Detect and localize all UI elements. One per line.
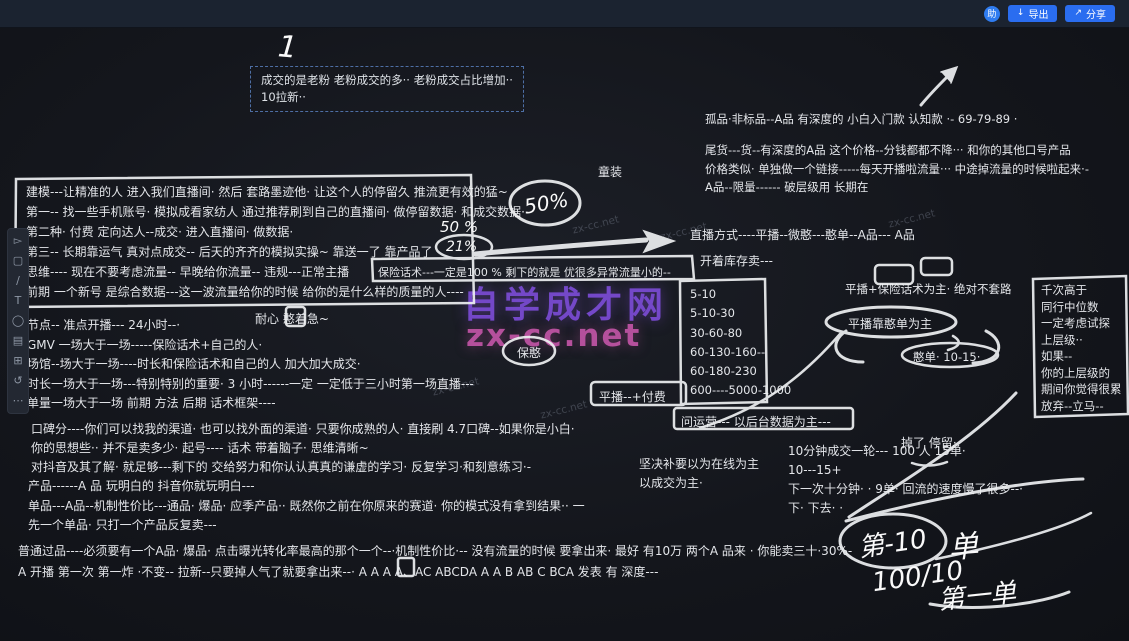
- note-online-rule[interactable]: 坚决补要以为在线为主以成交为主·: [639, 457, 760, 490]
- note-general-product[interactable]: 普通过品----必须要有一个A品· 爆品· 点击曝光转化率最高的那个一个--·机…: [18, 544, 853, 579]
- note-live-mode[interactable]: 直播方式----平播--微憨---憨单--A品--- A品: [690, 228, 915, 242]
- table-tool-icon[interactable]: ⊞: [13, 354, 23, 367]
- pen-tool-icon[interactable]: ∕: [16, 274, 20, 287]
- note-unique-product[interactable]: 孤品·非标品--A品 有深度的 小白入门款 认知款 ·- 69-79-89 ·: [705, 112, 1018, 126]
- more-tool-icon[interactable]: ⋯: [12, 394, 24, 407]
- frame-tool-icon[interactable]: ▢: [12, 254, 24, 267]
- undo-tool-icon[interactable]: ↺: [13, 374, 23, 387]
- watermark-brand: 自学成才网: [463, 285, 669, 326]
- note-paid[interactable]: 平播--+付费: [599, 390, 666, 404]
- top-bar: 助 ↓ 导出 ↗ 分享: [0, 0, 1129, 28]
- export-button[interactable]: ↓ 导出: [1007, 5, 1058, 22]
- note-old-fans-sticky[interactable]: 成交的是老粉 老粉成交的多·· 老粉成交占比增加··10拉新··: [250, 66, 524, 112]
- hw-number-one[interactable]: 1: [276, 29, 299, 66]
- watermark-site: zx-cc.net: [466, 318, 642, 354]
- note-uplevel-box[interactable]: 千次高于同行中位数一定考虑试探上层级··如果--你的上层级的期间你觉得很累放弃-…: [1041, 283, 1122, 413]
- export-icon: ↓: [1016, 8, 1025, 18]
- text-tool-icon[interactable]: T: [14, 294, 22, 307]
- note-ops[interactable]: 问运营--- 以后台数据为主---: [681, 415, 831, 429]
- note-reputation[interactable]: 口碑分----你们可以找我的渠道· 也可以找外面的渠道· 只要你成熟的人· 直接…: [31, 422, 575, 474]
- hw-21-percent[interactable]: 21%: [446, 239, 478, 255]
- label-baohan[interactable]: 保憨: [517, 346, 542, 360]
- note-tail-goods[interactable]: 尾货---货--有深度的A品 这个价格--分钱都都不降··· 和你的其他口号产品…: [705, 143, 1089, 194]
- sticky-tool-icon[interactable]: ▤: [12, 334, 24, 347]
- label-kidswear[interactable]: 童装: [598, 165, 623, 179]
- share-button-label: 分享: [1086, 10, 1106, 21]
- note-flat-handan[interactable]: 平播靠憨单为主: [848, 317, 933, 331]
- note-product[interactable]: 产品------A 品 玩明白的 抖音你就玩明白---单品---A品--机制性价…: [28, 479, 585, 532]
- note-schedule[interactable]: 节点-- 准点开播--- 24小时--·GMV 一场大于一场-----保险话术+…: [27, 318, 474, 410]
- note-stock[interactable]: 开着库存卖---: [700, 254, 773, 268]
- share-button[interactable]: ↗ 分享: [1065, 5, 1115, 22]
- export-button-label: 导出: [1028, 10, 1049, 21]
- left-toolbar: ▻ ▢ ∕ T ◯ ▤ ⊞ ↺ ⋯: [7, 228, 29, 414]
- user-avatar[interactable]: 助: [983, 5, 1000, 22]
- note-flat-insurance[interactable]: 平播+保险话术为主· 绝对不套路: [845, 282, 1012, 296]
- note-rounds[interactable]: 10分钟成交一轮--- 100 人 15单·10---15+下一次十分钟· · …: [788, 444, 1023, 515]
- hw-50-percent[interactable]: 50 %: [440, 218, 479, 236]
- share-icon: ↗: [1074, 8, 1082, 18]
- shape-tool-icon[interactable]: ◯: [11, 314, 25, 327]
- select-tool-icon[interactable]: ▻: [13, 234, 23, 247]
- note-insurance-script[interactable]: 保险话术---一定是100 % 剩下的就是 优很多异常流量小的--: [378, 266, 671, 279]
- note-handan-range[interactable]: 憨单· 10-15·: [913, 350, 981, 364]
